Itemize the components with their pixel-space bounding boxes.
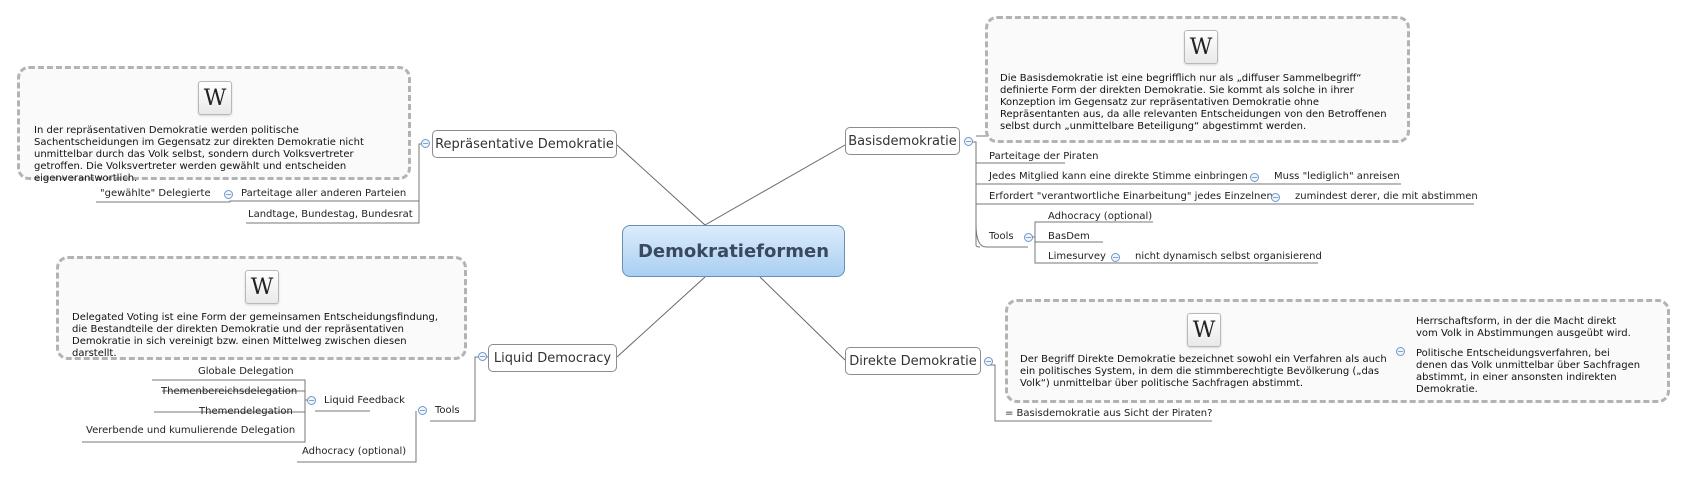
collapse-icon[interactable]: −	[1024, 233, 1033, 242]
collapse-icon[interactable]: −	[984, 357, 993, 366]
note-text: Die Basisdemokratie ist eine begrifflich…	[1000, 73, 1387, 132]
central-topic[interactable]: Demokratieformen	[622, 225, 845, 277]
topic-liquid-democracy[interactable]: Liquid Democracy	[488, 344, 617, 372]
collapse-icon[interactable]: −	[1250, 173, 1259, 182]
label-politische-verfahren: Politische Entscheidungsverfahren, bei d…	[1416, 348, 1641, 395]
note-repraesentative: W In der repräsentativen Demokratie werd…	[17, 66, 411, 184]
wikipedia-icon: W	[1184, 30, 1218, 64]
collapse-icon[interactable]: −	[1396, 347, 1405, 356]
topic-repraesentative-demokratie[interactable]: Repräsentative Demokratie	[432, 130, 617, 158]
label-gewaehlte-delegierte: "gewählte" Delegierte	[100, 188, 211, 199]
label-themenbereichsdelegation: Themenbereichsdelegation	[161, 386, 298, 397]
wikipedia-icon: W	[1187, 313, 1221, 347]
label-globale-delegation: Globale Delegation	[198, 366, 294, 377]
label-parteitage-andere: Parteitage aller anderen Parteien	[241, 188, 407, 199]
note-basisdemokratie: W Die Basisdemokratie ist eine begriffli…	[985, 16, 1410, 143]
label-tools: Tools	[989, 231, 1014, 242]
topic-direkte-demokratie[interactable]: Direkte Demokratie	[845, 347, 981, 375]
note-text: Delegated Voting ist eine Form der gemei…	[72, 312, 439, 359]
note-liquid: W Delegated Voting ist eine Form der gem…	[56, 256, 467, 360]
wikipedia-icon: W	[198, 81, 232, 115]
label-muss-anreisen: Muss "lediglich" anreisen	[1274, 171, 1400, 182]
label-zumindest: zumindest derer, die mit abstimmen	[1295, 191, 1478, 202]
collapse-icon[interactable]: −	[1271, 193, 1280, 202]
label-themendelegation: Themendelegation	[199, 406, 293, 417]
collapse-icon[interactable]: −	[418, 406, 427, 415]
label-basdem: BasDem	[1048, 231, 1090, 242]
collapse-icon[interactable]: −	[307, 396, 316, 405]
label-basisdemokratie-piraten: = Basisdemokratie aus Sicht der Piraten?	[1005, 408, 1213, 419]
label-landtage: Landtage, Bundestag, Bundesrat	[248, 209, 413, 220]
label-tools: Tools	[435, 405, 460, 416]
label-adhocracy: Adhocracy (optional)	[302, 446, 407, 457]
label-jedes-mitglied: Jedes Mitglied kann eine direkte Stimme …	[989, 171, 1248, 182]
label-nicht-dynamisch: nicht dynamisch selbst organisierend	[1135, 251, 1322, 262]
note-direkte-demokratie: W Der Begriff Direkte Demokratie bezeich…	[1005, 299, 1670, 403]
collapse-icon[interactable]: −	[421, 139, 430, 148]
note-text: In der repräsentativen Demokratie werden…	[34, 125, 364, 184]
note-text: Der Begriff Direkte Demokratie bezeichne…	[1020, 354, 1387, 389]
label-vererbende-delegation: Vererbende und kumulierende Delegation	[86, 425, 296, 436]
wikipedia-icon: W	[245, 270, 279, 304]
label-liquid-feedback: Liquid Feedback	[324, 395, 405, 406]
label-herrschaftsform: Herrschaftsform, in der die Macht direkt…	[1416, 316, 1631, 339]
collapse-icon[interactable]: −	[478, 352, 487, 361]
collapse-icon[interactable]: −	[224, 190, 233, 199]
label-erfordert: Erfordert "verantwortliche Einarbeitung"…	[989, 191, 1273, 202]
collapse-icon[interactable]: −	[964, 137, 973, 146]
label-adhocracy: Adhocracy (optional)	[1048, 211, 1153, 222]
label-limesurvey: Limesurvey	[1048, 251, 1106, 262]
topic-basisdemokratie[interactable]: Basisdemokratie	[845, 127, 960, 155]
collapse-icon[interactable]: −	[1111, 253, 1120, 262]
label-parteitage-piraten: Parteitage der Piraten	[989, 151, 1099, 162]
